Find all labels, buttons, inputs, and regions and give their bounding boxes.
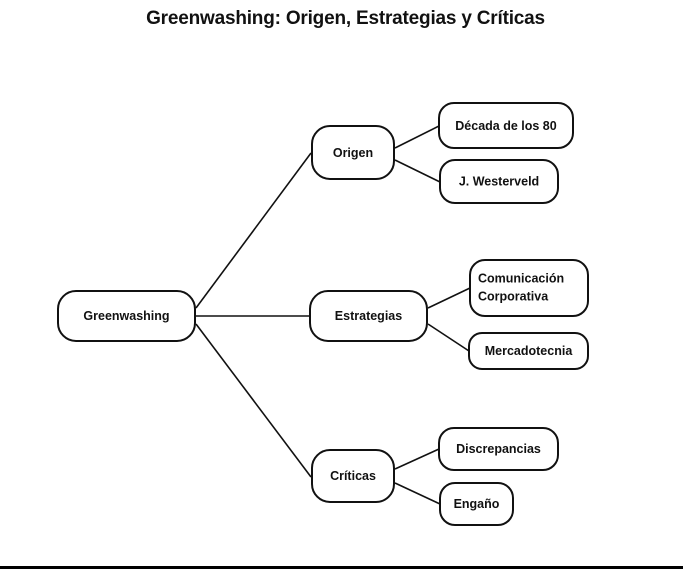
node-j-westerveld[interactable]: J. Westerveld (439, 159, 559, 204)
edge-criticas-engano (394, 482, 441, 505)
node-engano[interactable]: Engaño (439, 482, 514, 526)
node-mercadotecnia-box[interactable] (468, 332, 589, 370)
edge-criticas-discrepancias (394, 448, 440, 470)
node-comunicacion-corporativa-label-line2: Corporativa (478, 289, 549, 303)
node-criticas-box[interactable] (311, 449, 395, 503)
node-greenwashing-label: Greenwashing (83, 309, 169, 323)
node-estrategias-label: Estrategias (335, 309, 402, 323)
node-origen-box[interactable] (311, 125, 395, 180)
node-j-westerveld-label: J. Westerveld (459, 174, 539, 188)
edge-origen-decada (394, 125, 440, 149)
edge-origen-westerveld (394, 159, 441, 183)
node-mercadotecnia-label: Mercadotecnia (485, 344, 574, 358)
bottom-divider (0, 566, 683, 569)
node-comunicacion-corporativa-box[interactable] (469, 259, 589, 317)
edge-estrategias-comunicacion (427, 287, 471, 309)
page-title: Greenwashing: Origen, Estrategias y Crít… (146, 8, 545, 29)
node-engano-box[interactable] (439, 482, 514, 526)
node-greenwashing[interactable]: Greenwashing (57, 290, 196, 342)
node-engano-label: Engaño (454, 497, 500, 511)
node-discrepancias-label: Discrepancias (456, 442, 541, 456)
edge-root-origen (195, 152, 312, 309)
node-mercadotecnia[interactable]: Mercadotecnia (468, 332, 589, 370)
node-discrepancias-box[interactable] (438, 427, 559, 471)
node-discrepancias[interactable]: Discrepancias (438, 427, 559, 471)
node-comunicacion-corporativa[interactable]: Comunicación Corporativa (469, 259, 589, 317)
node-origen[interactable]: Origen (311, 125, 395, 180)
node-greenwashing-box[interactable] (57, 290, 196, 342)
node-decada-de-los-80-box[interactable] (438, 102, 574, 149)
edge-estrategias-mercadotecnia (427, 323, 470, 352)
node-comunicacion-corporativa-label-line1: Comunicación (478, 271, 564, 285)
node-origen-label: Origen (333, 146, 373, 160)
node-criticas[interactable]: Críticas (311, 449, 395, 503)
node-estrategias-box[interactable] (309, 290, 428, 342)
node-decada-de-los-80-label: Década de los 80 (455, 119, 556, 133)
edge-root-criticas (195, 323, 312, 478)
node-decada-de-los-80[interactable]: Década de los 80 (438, 102, 574, 149)
node-criticas-label: Críticas (330, 469, 376, 483)
node-estrategias[interactable]: Estrategias (309, 290, 428, 342)
node-j-westerveld-box[interactable] (439, 159, 559, 204)
